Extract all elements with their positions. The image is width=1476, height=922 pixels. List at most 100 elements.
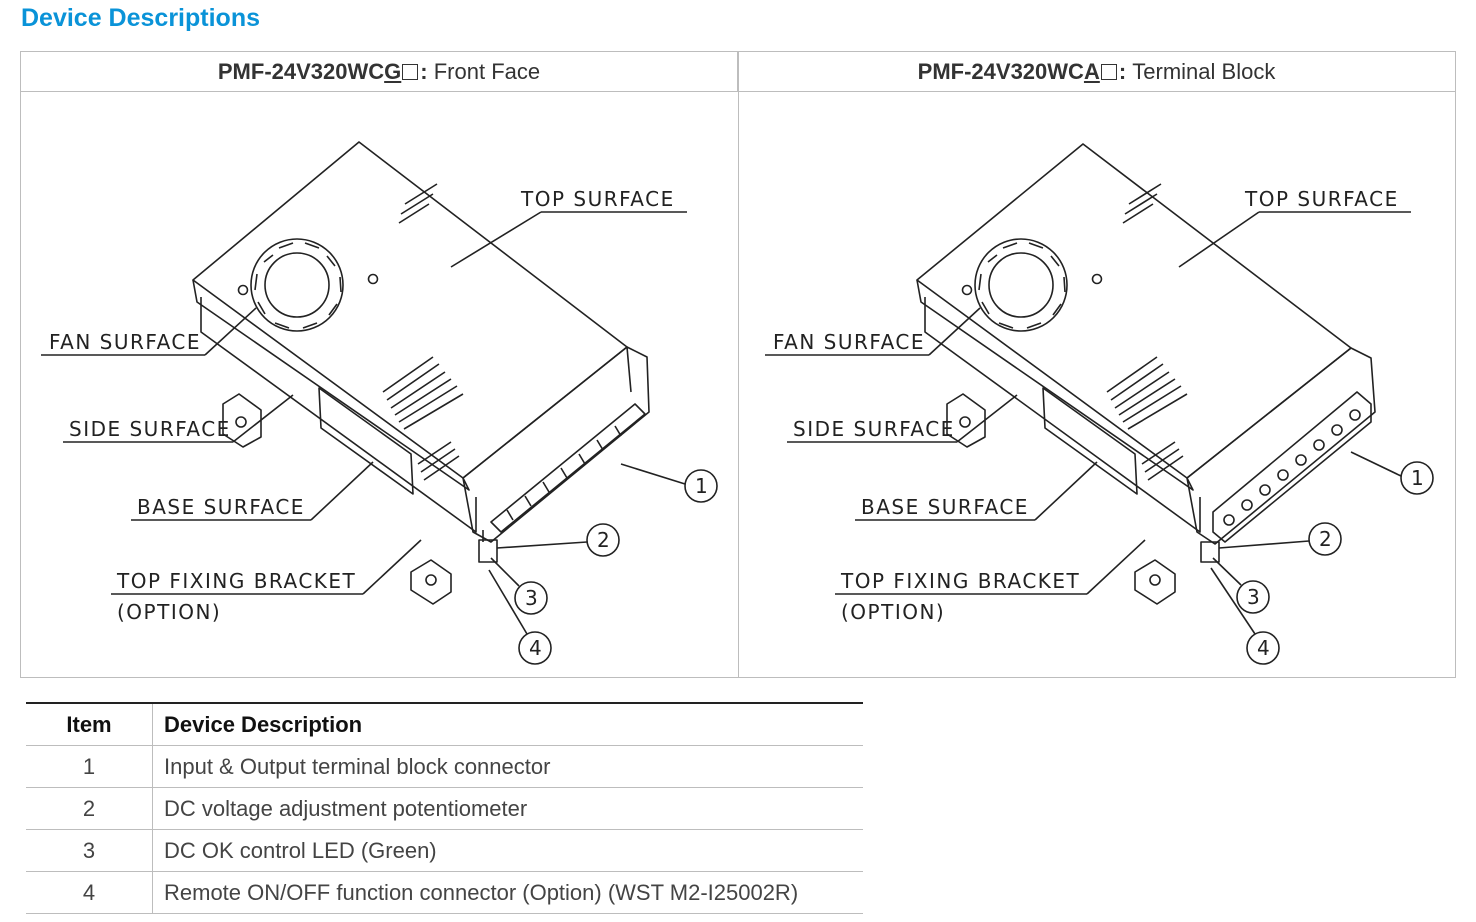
callout-2-leader [1218, 540, 1310, 549]
side-edge-shape [192, 279, 470, 491]
model-letter: G [384, 58, 402, 84]
fan-inner-ring [264, 252, 330, 318]
item-number: 1 [26, 745, 153, 788]
view-name: Terminal Block [1132, 58, 1276, 84]
callout-1-circle [684, 469, 718, 503]
table-row: 3 DC OK control LED (Green) [26, 829, 863, 872]
side-surface-leader [956, 394, 1018, 443]
model-prefix: PMF-24V320WC [217, 58, 385, 84]
terminal-screw-icon [1259, 484, 1271, 496]
base-surface-leader [1034, 461, 1098, 521]
terminal-screw-icon [1295, 454, 1307, 466]
item-description: Remote ON/OFF function connector (Option… [152, 871, 863, 914]
fan-surface-label: FAN SURFACE [49, 330, 201, 354]
item-number: 2 [26, 787, 153, 830]
bracket-hole-icon [425, 574, 437, 586]
callout-1-circle [1400, 461, 1434, 495]
middle-vent-slots [1106, 356, 1188, 430]
bracket-hole-icon [959, 416, 971, 428]
callout-3-leader [1212, 557, 1242, 586]
callout-3-number: 3 [525, 586, 538, 610]
description-column-header: Device Description [152, 702, 863, 746]
side-surface-label: SIDE SURFACE [793, 417, 955, 441]
option-label: (OPTION) [117, 600, 221, 624]
upper-vent-slots [398, 183, 438, 224]
callout-4-leader [1210, 567, 1256, 635]
side-surface-label: SIDE SURFACE [69, 417, 231, 441]
screw-hole-icon [1091, 273, 1103, 285]
terminal-screw-icon [1349, 409, 1361, 421]
callout-3-circle [1236, 580, 1270, 614]
model-letter: A [1083, 58, 1100, 84]
item-description: Input & Output terminal block connector [152, 745, 863, 788]
terminal-screw-icon [1277, 469, 1289, 481]
terminal-screw-icon [1241, 499, 1253, 511]
terminal-block-dividers [506, 425, 622, 521]
bracket-leader [362, 539, 422, 595]
side-edge-shape [916, 279, 1194, 491]
fan-icon [250, 238, 344, 332]
top-surface-leader [1178, 211, 1260, 268]
item-description: DC voltage adjustment potentiometer [152, 787, 863, 830]
bottom-bracket-shape [1134, 559, 1176, 605]
callout-2-number: 2 [1319, 527, 1332, 551]
barrier-terminal-block-shape [1212, 391, 1372, 543]
fan-grill-segments [254, 242, 342, 329]
base-surface-label: BASE SURFACE [861, 495, 1029, 519]
column-divider [738, 52, 739, 677]
top-surface-label: TOP SURFACE [520, 187, 675, 211]
top-bracket-shape [222, 393, 262, 448]
lower-vent-slots [417, 441, 460, 481]
terminal-block-drawing-svg: TOP SURFACE FAN SURFACE SIDE SURFACE BAS… [765, 143, 1434, 665]
callout-2-leader [496, 541, 588, 549]
table-row: 2 DC voltage adjustment potentiometer [26, 787, 863, 830]
top-surface-leader [450, 211, 542, 268]
table-row: 1 Input & Output terminal block connecto… [26, 745, 863, 788]
base-surface-label: BASE SURFACE [137, 495, 305, 519]
fan-inner-ring [988, 252, 1054, 318]
callout-1-number: 1 [695, 474, 708, 498]
placeholder-box-icon [1100, 63, 1117, 80]
middle-vent-slots [382, 356, 464, 430]
screw-hole-icon [961, 284, 973, 296]
top-bracket-shape [946, 393, 986, 448]
bracket-hole-icon [1149, 574, 1161, 586]
side-surface-shape [200, 297, 477, 533]
section-title: Device Descriptions [21, 4, 260, 32]
model-colon: : [420, 58, 428, 84]
callout-2-circle [586, 523, 620, 557]
fan-surface-label: FAN SURFACE [773, 330, 925, 354]
placeholder-box-icon [402, 63, 419, 80]
item-description: DC OK control LED (Green) [152, 829, 863, 872]
model-colon: : [1118, 58, 1127, 84]
upper-vent-slots [1122, 183, 1162, 224]
top-surface-label: TOP SURFACE [1244, 187, 1399, 211]
led-connector-shape [1200, 541, 1220, 563]
front-face-drawing-svg: TOP SURFACE FAN SURFACE SIDE SURFACE BAS… [41, 141, 718, 665]
screw-hole-icon [367, 273, 379, 285]
callout-1-leader [620, 463, 686, 485]
top-fixing-bracket-label: TOP FIXING BRACKET [116, 569, 356, 593]
side-window-shape [1042, 387, 1138, 495]
terminal-screw-icon [1331, 424, 1343, 436]
item-number: 3 [26, 829, 153, 872]
base-surface-leader [310, 461, 374, 521]
bracket-hole-icon [235, 416, 247, 428]
callout-4-number: 4 [529, 636, 542, 660]
callout-4-number: 4 [1257, 636, 1270, 660]
view-name: Front Face [433, 58, 541, 84]
callout-3-number: 3 [1247, 585, 1260, 609]
side-window-shape [318, 387, 414, 495]
callout-3-circle [514, 581, 548, 615]
callout-1-leader [1350, 451, 1402, 477]
device-drawing-front-face: TOP SURFACE FAN SURFACE SIDE SURFACE BAS… [21, 92, 738, 677]
terminal-screw-icon [1223, 514, 1235, 526]
front-edge-line [626, 346, 632, 393]
callout-2-number: 2 [597, 528, 610, 552]
device-description-table: Item Device Description 1 Input & Output… [26, 702, 863, 914]
top-fixing-bracket-label: TOP FIXING BRACKET [840, 569, 1080, 593]
option-label: (OPTION) [841, 600, 945, 624]
